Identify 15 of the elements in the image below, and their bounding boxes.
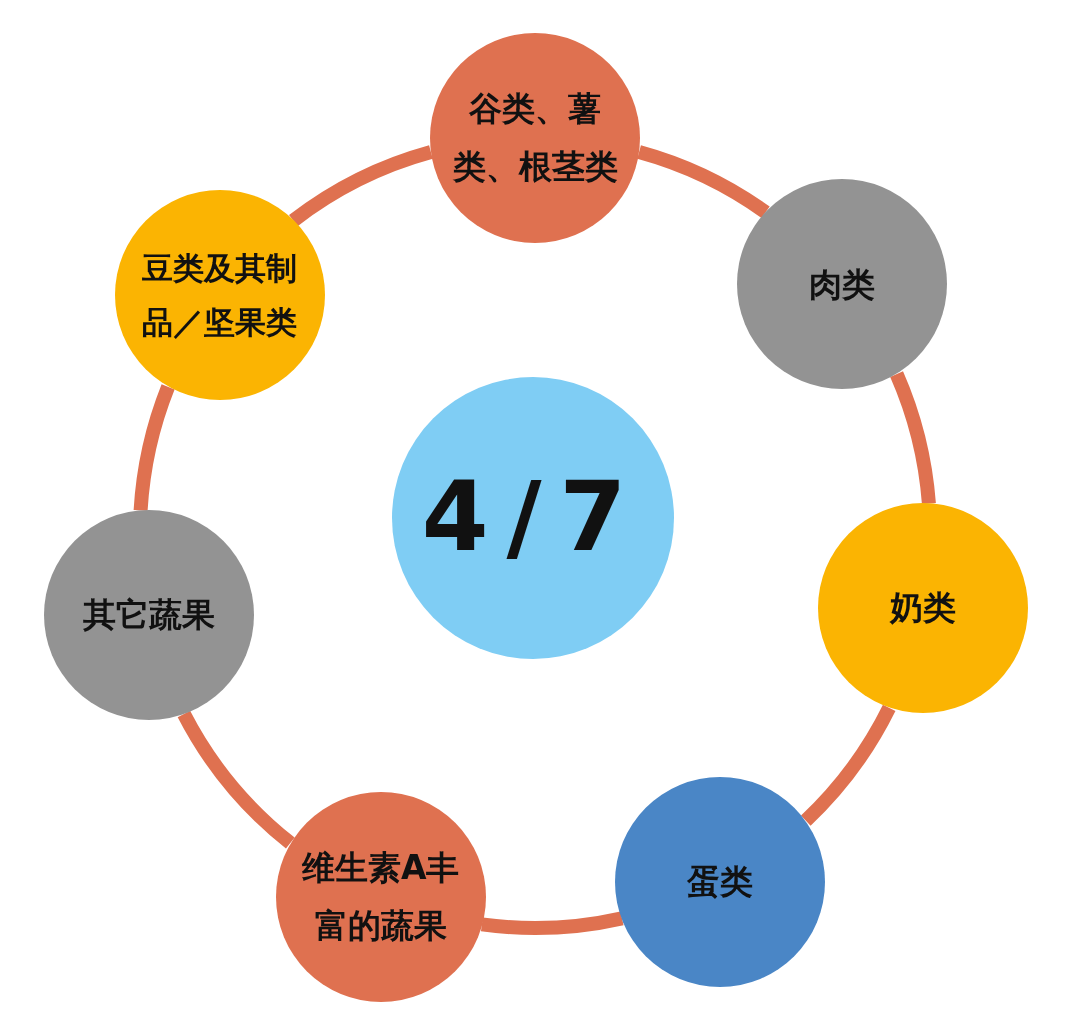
category-circle: 肉类 bbox=[736, 179, 947, 390]
category-circle: 奶类 bbox=[817, 503, 1028, 714]
category-circle: 蛋类 bbox=[615, 776, 826, 987]
ring-arc bbox=[636, 145, 770, 219]
category-circle: 其它蔬果 bbox=[43, 510, 254, 721]
ring-arc bbox=[133, 384, 175, 512]
ring-arc bbox=[890, 371, 936, 505]
fraction-circle: 4/7 bbox=[392, 377, 674, 659]
category-circle: 谷类、薯类、根茎类 bbox=[430, 33, 640, 243]
ring-arc bbox=[800, 704, 896, 826]
ring-arc bbox=[177, 710, 295, 849]
ring-arc bbox=[289, 145, 434, 227]
ring-arc bbox=[481, 911, 624, 935]
category-circle: 维生素A丰富的蔬果 bbox=[275, 791, 486, 1002]
category-circle: 豆类及其制品／坚果类 bbox=[114, 190, 325, 401]
